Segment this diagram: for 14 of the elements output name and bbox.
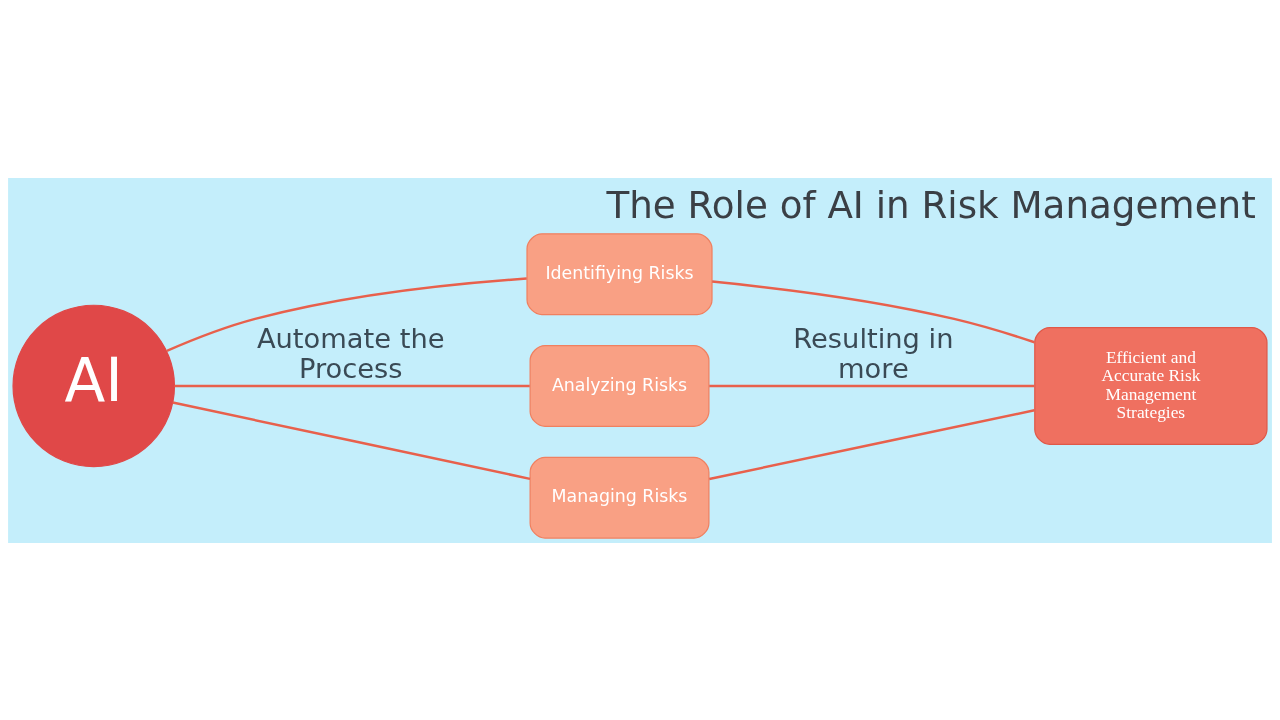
node-box: Identifiying Risks bbox=[526, 232, 713, 315]
connector bbox=[712, 279, 1035, 343]
node-box: Efficient and Accurate Risk Management Strategies bbox=[1034, 326, 1268, 445]
node-box: Analyzing Risks bbox=[529, 344, 710, 427]
diagram-title: The Role of AI in Risk Management bbox=[606, 182, 1256, 227]
node-circle: AI bbox=[12, 304, 176, 467]
connector bbox=[709, 408, 1035, 480]
connector bbox=[166, 276, 527, 352]
connector bbox=[172, 400, 531, 480]
edge-label: Resulting in more bbox=[793, 322, 954, 384]
connector bbox=[174, 384, 530, 387]
connector bbox=[709, 384, 1035, 387]
edge-label: Automate the Process bbox=[256, 322, 445, 384]
node-box: Managing Risks bbox=[529, 456, 710, 539]
